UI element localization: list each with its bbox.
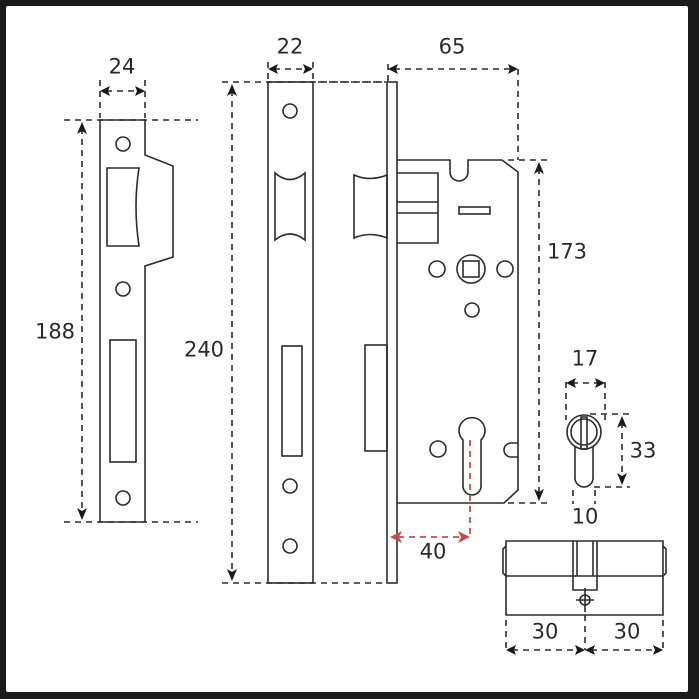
cylinder-bottom-width-dimension bbox=[572, 490, 596, 504]
faceplate-height-label: 240 bbox=[183, 337, 225, 362]
cylinder-end-height-dimension bbox=[590, 413, 630, 488]
cylinder-end-width-dimension bbox=[565, 378, 606, 420]
lock-body bbox=[353, 81, 519, 584]
faceplate-width-label: 22 bbox=[276, 34, 304, 59]
strike-height-label: 188 bbox=[34, 319, 76, 344]
strike-width-dimension bbox=[99, 80, 146, 118]
faceplate bbox=[267, 81, 314, 584]
case-depth-dimension bbox=[318, 64, 519, 160]
backset-dimension bbox=[390, 440, 471, 543]
cylinder-length-dimensions bbox=[505, 615, 664, 655]
case-height-label: 173 bbox=[546, 239, 588, 264]
faceplate-width-dimension bbox=[267, 62, 314, 80]
strike-plate bbox=[99, 119, 174, 523]
cylinder-bottom-width-label: 10 bbox=[571, 504, 599, 529]
case-depth-label: 65 bbox=[438, 34, 466, 59]
strike-width-label: 24 bbox=[108, 54, 136, 79]
cylinder-end-width-label: 17 bbox=[571, 346, 599, 371]
case-height-dimension bbox=[508, 159, 552, 504]
cylinder-right-length-label: 30 bbox=[613, 619, 641, 644]
cylinder-left-length-label: 30 bbox=[531, 619, 559, 644]
cylinder-side-view bbox=[502, 540, 667, 616]
faceplate-height-dimension bbox=[222, 81, 386, 584]
backset-label: 40 bbox=[419, 539, 447, 564]
cylinder-end-view bbox=[566, 414, 602, 488]
strike-height-dimension bbox=[64, 119, 198, 523]
cylinder-end-height-label: 33 bbox=[629, 438, 657, 463]
